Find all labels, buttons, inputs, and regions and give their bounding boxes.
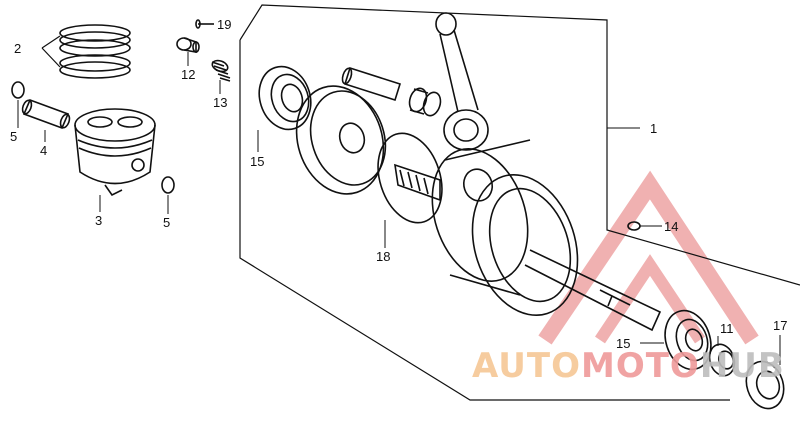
assembly-outline <box>239 4 800 401</box>
callout-12: 12 <box>181 67 196 82</box>
watermark-logo <box>538 170 759 345</box>
needle-bearing <box>408 87 442 117</box>
piston-pin <box>21 98 71 130</box>
callout-2: 2 <box>14 41 22 56</box>
watermark-part-2: MOTO <box>580 346 700 386</box>
flywheel-disc <box>295 85 387 195</box>
callout-17: 17 <box>773 318 788 333</box>
callout-5-left: 5 <box>10 129 18 144</box>
bolt-12 <box>176 37 200 53</box>
callout-18: 18 <box>376 249 391 264</box>
callout-15-upper: 15 <box>250 154 265 169</box>
bearing-lower <box>664 309 712 371</box>
bearing-11 <box>708 343 736 377</box>
oil-seal-17 <box>745 360 785 410</box>
piston <box>74 108 156 197</box>
callout-4: 4 <box>40 143 48 158</box>
pin-19 <box>195 19 214 29</box>
watermark-text: AUTOMOTOHUB <box>472 346 785 386</box>
watermark-part-1: AUTO <box>472 346 581 386</box>
watermark-part-3: HUB <box>699 346 785 386</box>
callout-14: 14 <box>664 219 679 234</box>
leader-lines <box>17 52 781 365</box>
callout-13: 13 <box>213 95 228 110</box>
callout-3: 3 <box>95 213 103 228</box>
spring-13 <box>211 59 231 82</box>
circlip-right <box>161 176 175 194</box>
piston-rings <box>41 24 131 79</box>
callout-5-right: 5 <box>163 215 171 230</box>
callout-1: 1 <box>650 121 658 136</box>
circlip-left <box>11 81 25 99</box>
crankshaft <box>394 139 662 332</box>
callout-15-lower: 15 <box>616 336 631 351</box>
connecting-rod <box>435 12 489 151</box>
callout-11: 11 <box>720 321 734 336</box>
callout-19: 19 <box>217 17 232 32</box>
crank-pin <box>341 66 402 102</box>
